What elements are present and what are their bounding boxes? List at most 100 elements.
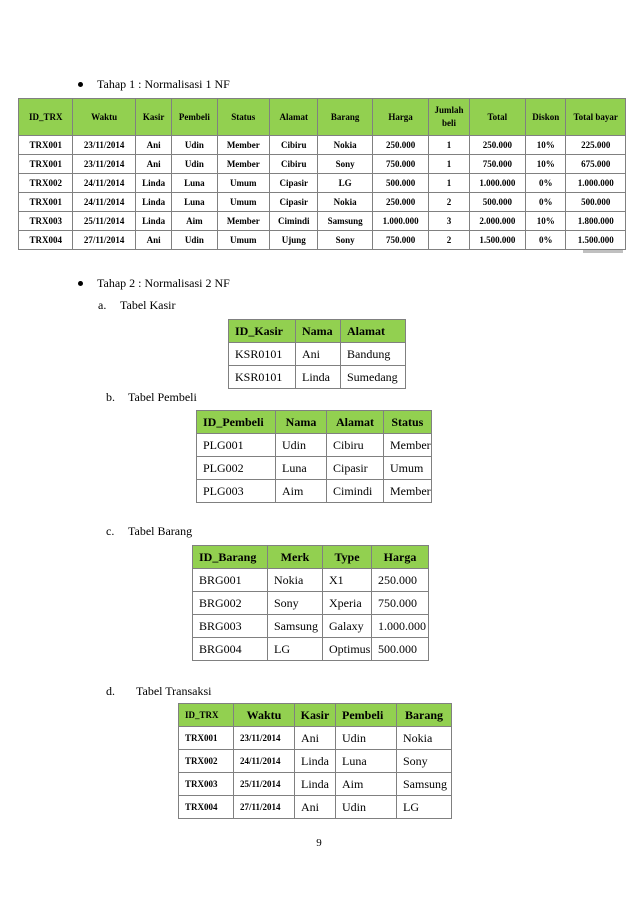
nf1-col-header: Alamat [269, 98, 319, 136]
transaksi-col-header: ID_TRX [178, 703, 234, 727]
table-cell: KSR0101 [228, 342, 296, 366]
nf1-col-header: Total bayar [565, 98, 626, 136]
table-cell: PLG002 [196, 456, 276, 480]
table-cell: 1.000.000 [468, 173, 527, 193]
table-cell: 27/11/2014 [233, 795, 295, 819]
table-cell: Umum [216, 192, 271, 212]
table-cell: 750.000 [468, 154, 527, 174]
table-cell: 500.000 [468, 192, 527, 212]
nf1-col-header: Barang [317, 98, 373, 136]
table-cell: TRX001 [17, 192, 74, 212]
table-cell: 25/11/2014 [72, 211, 136, 231]
table-cell: Bandung [340, 342, 406, 366]
table-cell: Samsung [396, 772, 452, 796]
table-cell: 23/11/2014 [233, 726, 295, 750]
table-cell: Galaxy [322, 614, 372, 638]
table-cell: Aim [275, 479, 327, 503]
nf1-col-header: Harga [371, 98, 430, 136]
pembeli-header-row: ID_Pembeli Nama Alamat Status [196, 410, 432, 434]
table-cell: 0% [525, 230, 567, 250]
table-cell: 250.000 [371, 192, 430, 212]
table-cell: LG [317, 173, 373, 193]
barang-col-header: Harga [371, 545, 429, 569]
barang-header-row: ID_Barang Merk Type Harga [192, 545, 429, 569]
table-cell: Umum [216, 173, 271, 193]
transaksi-col-header: Kasir [294, 703, 336, 727]
table-cell: Luna [335, 749, 397, 773]
nf1-col-header: Kasir [134, 98, 173, 136]
table-cell: 1.000.000 [565, 173, 626, 193]
table-cell: Umum [383, 456, 432, 480]
pembeli-col-header: Nama [275, 410, 327, 434]
table-cell: Cipasir [269, 173, 319, 193]
table-cell: Udin [335, 726, 397, 750]
table-shadow [583, 250, 623, 253]
table-cell: Udin [275, 433, 327, 457]
table-cell: Member [383, 433, 432, 457]
nf1-col-header: Pembeli [171, 98, 218, 136]
table-cell: 250.000 [468, 135, 527, 155]
pembeli-col-header: Alamat [326, 410, 384, 434]
kasir-col-header: ID_Kasir [228, 319, 296, 343]
table-cell: 750.000 [371, 591, 429, 615]
table-cell: TRX003 [17, 211, 74, 231]
table-cell: Linda [294, 772, 336, 796]
table-cell: 24/11/2014 [233, 749, 295, 773]
nf1-table: ID_TRX Waktu Kasir Pembeli Status Alamat… [17, 98, 626, 250]
table-cell: TRX003 [178, 772, 234, 796]
table-cell: 675.000 [565, 154, 626, 174]
transaksi-col-header: Pembeli [335, 703, 397, 727]
barang-col-header: Merk [267, 545, 323, 569]
table-cell: KSR0101 [228, 365, 296, 389]
table-cell: Udin [171, 230, 218, 250]
table-cell: 3 [428, 211, 470, 231]
section-a-title: a.Tabel Kasir [98, 298, 176, 312]
table-cell: BRG001 [192, 568, 268, 592]
table-cell: 750.000 [371, 230, 430, 250]
nf1-col-header: Diskon [525, 98, 567, 136]
table-cell: BRG003 [192, 614, 268, 638]
table-cell: Luna [171, 173, 218, 193]
nf2-heading: Tahap 2 : Normalisasi 2 NF [78, 276, 230, 290]
table-cell: PLG003 [196, 479, 276, 503]
table-cell: Nokia [267, 568, 323, 592]
table-cell: 1.500.000 [565, 230, 626, 250]
transaksi-col-header: Barang [396, 703, 452, 727]
table-cell: Aim [335, 772, 397, 796]
table-cell: Ani [134, 230, 173, 250]
barang-col-header: Type [322, 545, 372, 569]
table-cell: Member [216, 211, 271, 231]
table-cell: Linda [134, 192, 173, 212]
table-cell: LG [396, 795, 452, 819]
table-cell: Member [216, 154, 271, 174]
table-cell: Sony [396, 749, 452, 773]
table-cell: 0% [525, 173, 567, 193]
table-cell: 24/11/2014 [72, 192, 136, 212]
barang-col-header: ID_Barang [192, 545, 268, 569]
table-cell: Sony [267, 591, 323, 615]
transaksi-table: ID_TRX Waktu Kasir Pembeli Barang TRX001… [178, 703, 452, 819]
nf1-col-header: Jumlah beli [428, 98, 470, 136]
table-cell: 1.000.000 [371, 211, 430, 231]
table-cell: 500.000 [371, 637, 429, 661]
page-number: 9 [316, 837, 322, 849]
table-cell: Cibiru [269, 135, 319, 155]
section-b-title: b.Tabel Pembeli [106, 390, 197, 404]
